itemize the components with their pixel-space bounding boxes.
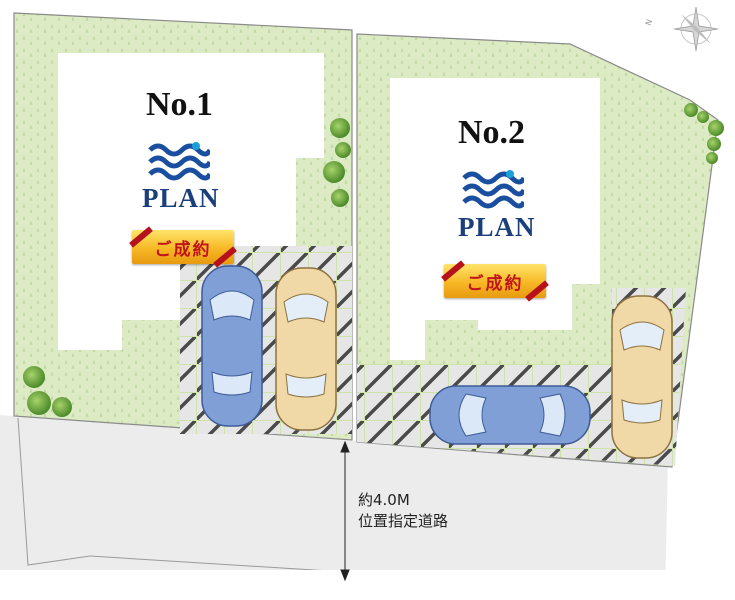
plan-logo-icon (148, 142, 210, 181)
road-note: 約4.0M 位置指定道路 (358, 490, 448, 532)
road-area (0, 415, 668, 600)
road-width-label: 約4.0M (358, 491, 410, 509)
lot-2-brand: PLAN (458, 212, 536, 242)
lot-2-building (390, 78, 600, 360)
lot-1-brand: PLAN (142, 183, 220, 213)
lot-2-sold-badge: ご成約 (441, 260, 549, 302)
car-lot1-beige (275, 267, 337, 431)
compass-icon (673, 6, 719, 52)
lot-2-title: No.2 (458, 114, 526, 151)
plan-logo-icon (462, 170, 524, 209)
road-type-label: 位置指定道路 (358, 512, 449, 530)
lot-1-building (58, 53, 324, 350)
car-lot2-beige (611, 295, 673, 459)
lot-2-status: ご成約 (466, 273, 524, 294)
road-edge-left (17, 417, 91, 566)
shrubs (23, 103, 724, 417)
car-lot1-blue (201, 265, 263, 427)
car-lot2-blue (429, 385, 591, 445)
road-width-dimension (340, 440, 350, 582)
lot-1-sold-badge: ご成約 (129, 226, 237, 268)
lot-1-title: No.1 (146, 86, 214, 123)
lot-1-status: ご成約 (154, 239, 212, 260)
